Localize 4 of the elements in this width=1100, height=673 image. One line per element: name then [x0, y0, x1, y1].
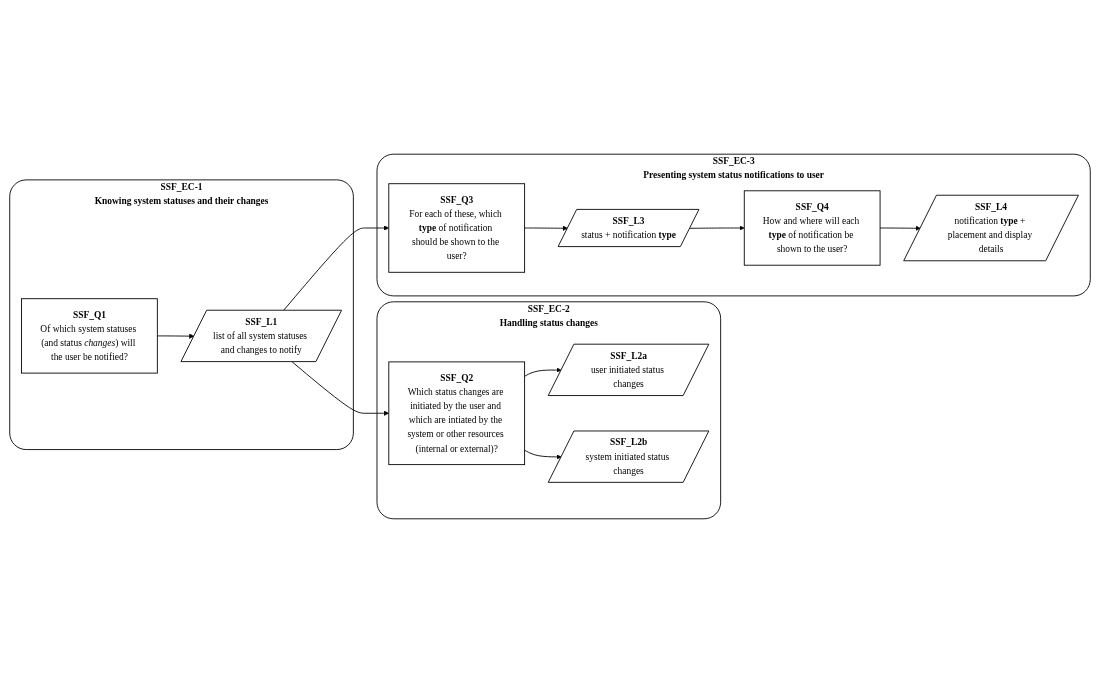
- node-box: SSF_Q2 Which status changes are initiated by the user and which are intiated by the system or other resources (internal or external)?: [388, 361, 526, 466]
- node-box: SSF_Q3 For each of these, which type of notification should be shown to the user?: [388, 183, 526, 273]
- node-box: SSF_Q1 Of which system statuses (and status changes) will the user be notified?: [21, 298, 158, 374]
- node-box: SSF_Q4 How and where will each type of notification be shown to the user?: [743, 190, 881, 266]
